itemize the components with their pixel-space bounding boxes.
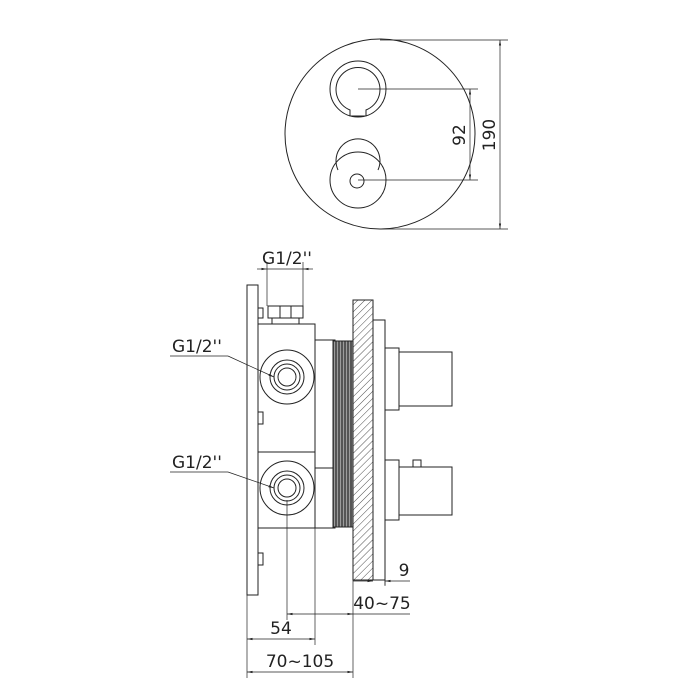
lower-handle (384, 459, 453, 521)
dim-70-105-label: 70~105 (266, 652, 334, 672)
side-view: G1/2'' G1/2'' G1/2'' (170, 249, 453, 678)
back-plate (246, 284, 259, 596)
lower-port-label: G1/2'' (172, 453, 222, 473)
cover-plate (372, 319, 386, 581)
wall-hatch (352, 299, 374, 581)
top-port-label: G1/2'' (262, 249, 312, 269)
lower-knob (329, 138, 387, 209)
top-view: 92 190 (284, 38, 508, 230)
upper-port (259, 349, 315, 405)
mid-section (314, 339, 336, 529)
upper-port-label: G1/2'' (172, 337, 222, 357)
dim-40-75-label: 40~75 (353, 594, 411, 614)
cover-plate-circle (284, 38, 476, 230)
thread-section (332, 340, 354, 528)
dim-92-label: 92 (450, 124, 470, 146)
dim-54-label: 54 (270, 619, 292, 639)
dim-190-label: 190 (480, 119, 500, 151)
top-nut (267, 305, 304, 325)
dim-9-label: 9 (399, 561, 410, 581)
upper-handle (384, 347, 453, 411)
